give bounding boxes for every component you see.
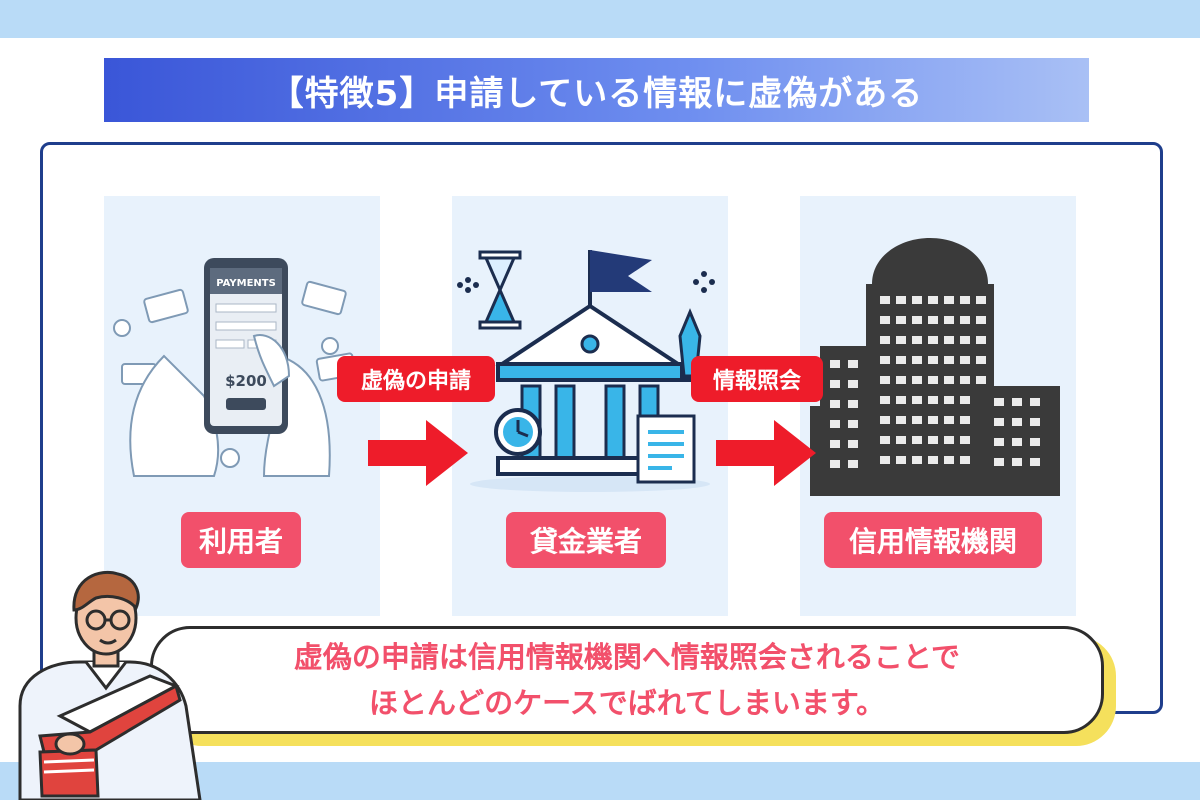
top-band — [0, 0, 1200, 38]
arrow-right-icon — [716, 420, 816, 486]
arrow-label-info-inquiry: 情報照会 — [691, 356, 823, 402]
message-bubble: 虚偽の申請は信用情報機関へ情報照会されることで ほとんどのケースでばれてしまいま… — [150, 626, 1104, 734]
page-title: 【特徴5】申請している情報に虚偽がある — [104, 58, 1089, 122]
bank-building-icon — [457, 250, 715, 492]
man-reading-icon — [18, 570, 202, 800]
message-line-1: 虚偽の申請は信用情報機関へ情報照会されることで — [293, 640, 961, 674]
label-user: 利用者 — [181, 512, 301, 568]
label-lender: 貸金業者 — [506, 512, 666, 568]
arrow-right-icon — [368, 420, 468, 486]
smartphone-payment-icon: PAYMENTS $200 — [113, 258, 357, 477]
message-line-2: ほとんどのケースでばれてしまいます。 — [369, 686, 885, 720]
phone-header: PAYMENTS — [216, 278, 276, 289]
office-building-icon — [810, 238, 1060, 496]
phone-amount: $200 — [225, 372, 267, 390]
arrow-label-false-application: 虚偽の申請 — [337, 356, 495, 402]
label-credit-bureau: 信用情報機関 — [824, 512, 1042, 568]
